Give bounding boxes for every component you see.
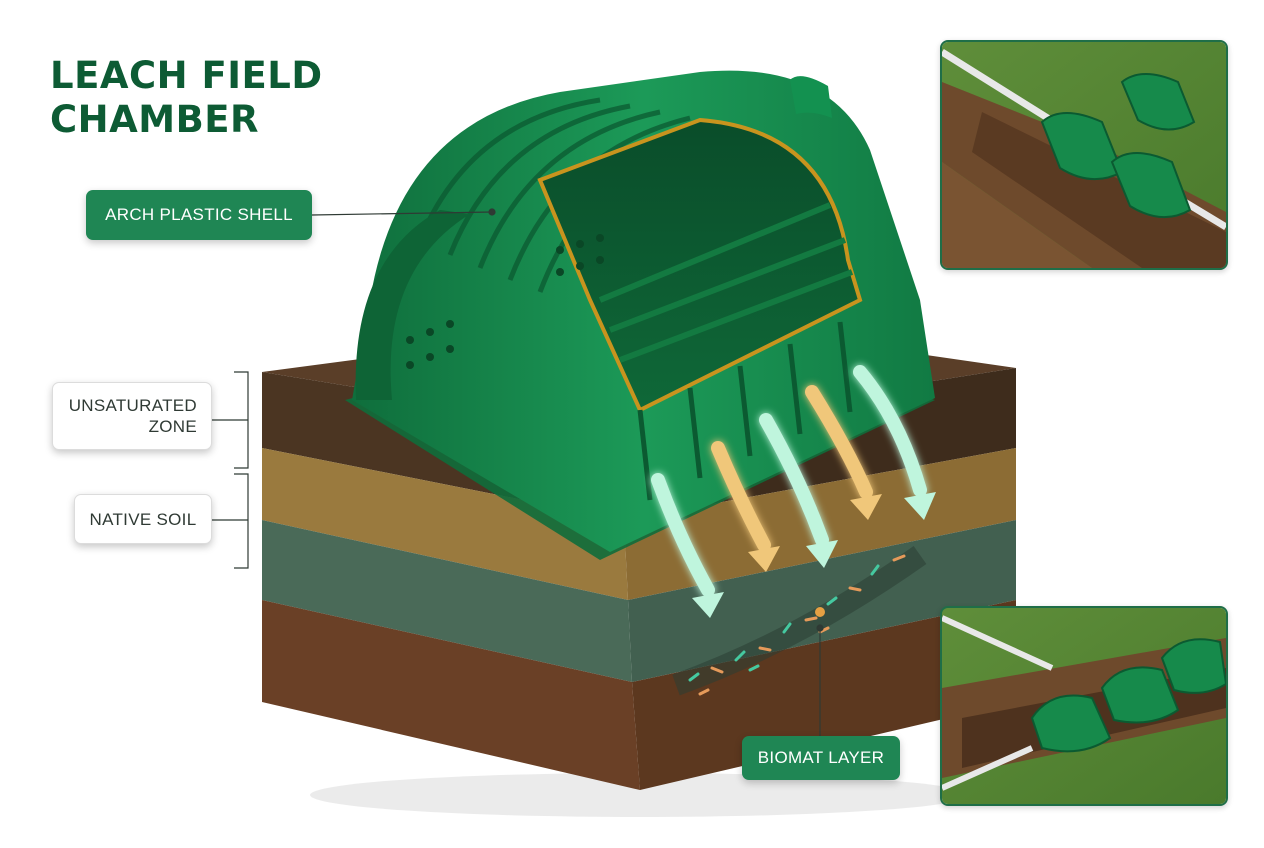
diagram-title: LEACH FIELD CHAMBER: [50, 54, 323, 142]
unsaturated-zone-label: UNSATURATED ZONE: [52, 382, 212, 450]
flow-arrowheads: [692, 492, 936, 618]
inset-trench-illustration-2: [942, 608, 1226, 804]
native-soil-text: NATIVE SOIL: [89, 509, 197, 529]
biomat-callout-dot: [816, 624, 824, 632]
title-line-2: CHAMBER: [50, 98, 260, 141]
effluent-flow-arrows: [651, 365, 927, 597]
shell-callout-line: [311, 211, 493, 216]
flow-arrow-4: [805, 385, 873, 499]
flow-arrow-1: [651, 473, 715, 597]
flow-arrow-3: [759, 413, 829, 547]
flow-arrow-5: [853, 365, 927, 497]
biomat-layer-band: [672, 546, 927, 696]
unsaturated-zone-text-line-2: ZONE: [148, 417, 197, 436]
biomat-layer-label: BIOMAT LAYER: [742, 736, 900, 780]
native-soil-label: NATIVE SOIL: [74, 494, 212, 544]
inset-trench-illustration-1: [942, 42, 1226, 268]
native-soil-bracket: [234, 473, 249, 569]
flow-arrow-2: [711, 441, 771, 552]
arch-chamber: [345, 70, 935, 560]
inset-trench-view-top: [940, 40, 1228, 270]
shell-callout-dot: [488, 208, 496, 216]
block-shadow: [310, 773, 970, 817]
arch-plastic-shell-text: ARCH PLASTIC SHELL: [105, 205, 293, 224]
title-line-1: LEACH FIELD: [50, 54, 323, 97]
callout-lines: [212, 208, 824, 738]
biomat-layer-text: BIOMAT LAYER: [757, 748, 885, 767]
unsaturated-zone-text-line-1: UNSATURATED: [68, 396, 197, 415]
inset-trench-view-bottom: [940, 606, 1228, 806]
arch-plastic-shell-label: ARCH PLASTIC SHELL: [86, 190, 312, 240]
